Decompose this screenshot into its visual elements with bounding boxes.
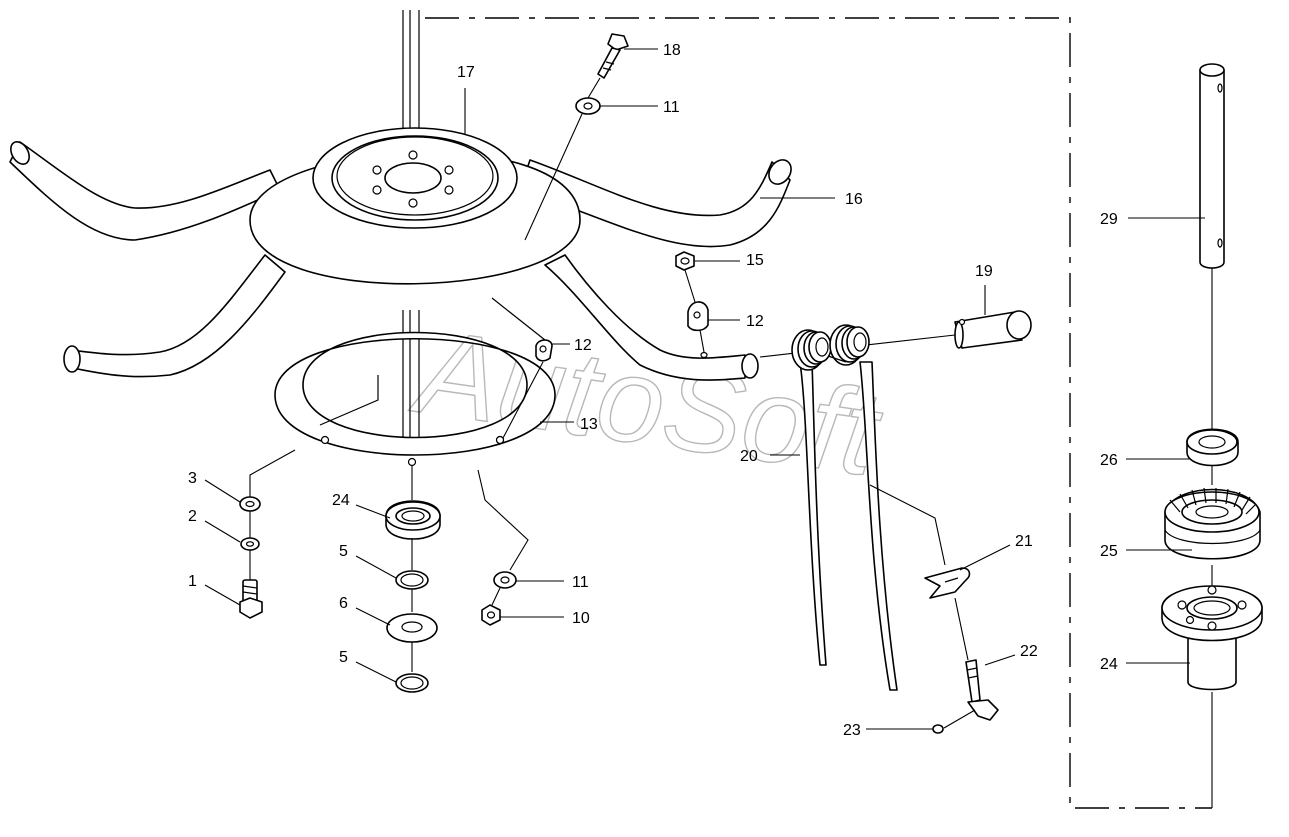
bearing-housing-24-right — [1161, 585, 1263, 691]
nut-15 — [675, 251, 695, 271]
screw-23 — [932, 724, 944, 734]
label-5-lower: 5 — [339, 649, 348, 666]
shaft-29 — [1199, 63, 1225, 269]
label-22: 22 — [1020, 643, 1038, 660]
label-26: 26 — [1100, 452, 1118, 469]
label-21: 21 — [1015, 533, 1033, 550]
label-13: 13 — [580, 416, 598, 433]
label-18: 18 — [663, 42, 681, 59]
nut-10 — [481, 604, 501, 626]
double-tine-20 — [791, 324, 898, 691]
bolt-1 — [239, 579, 263, 619]
label-11-top: 11 — [663, 99, 680, 116]
clip-21 — [924, 567, 971, 599]
washer-3 — [239, 496, 261, 512]
label-29: 29 — [1100, 211, 1118, 228]
label-25: 25 — [1100, 543, 1118, 560]
label-11-lower: 11 — [572, 574, 589, 591]
central-shaft — [402, 10, 420, 440]
ring-5-upper — [395, 570, 429, 590]
clamp-12-left — [535, 339, 553, 362]
assembly-frame — [425, 17, 1212, 809]
washer-2 — [240, 537, 260, 551]
bevel-gear-25 — [1164, 487, 1261, 560]
bearing-26 — [1186, 428, 1239, 467]
label-3: 3 — [188, 470, 197, 487]
label-12-left: 12 — [574, 337, 592, 354]
rotor-housing — [249, 127, 581, 285]
label-1: 1 — [188, 573, 197, 590]
label-6: 6 — [339, 595, 348, 612]
label-2: 2 — [188, 508, 197, 525]
pin-19 — [954, 310, 1032, 349]
label-23: 23 — [843, 722, 861, 739]
bearing-24-left — [385, 500, 441, 540]
washer-11-top — [575, 97, 601, 115]
bolt-22 — [965, 659, 999, 721]
label-leaders — [204, 48, 1205, 730]
label-12-right: 12 — [746, 313, 764, 330]
label-5-upper: 5 — [339, 543, 348, 560]
label-24-left: 24 — [332, 492, 350, 509]
washer-6 — [386, 613, 438, 643]
label-19: 19 — [975, 263, 993, 280]
part-labels: 17 18 11 16 15 12 19 12 13 20 21 22 23 2… — [188, 42, 1118, 739]
label-16: 16 — [845, 191, 863, 208]
bolt-18 — [597, 33, 629, 79]
clamp-plate-12-right — [687, 301, 709, 332]
label-20: 20 — [740, 448, 758, 465]
label-15: 15 — [746, 252, 764, 269]
label-10: 10 — [572, 610, 590, 627]
ring-5-lower — [395, 673, 429, 693]
label-17: 17 — [457, 64, 475, 81]
label-24-right: 24 — [1100, 656, 1118, 673]
washer-11-lower — [493, 571, 517, 589]
